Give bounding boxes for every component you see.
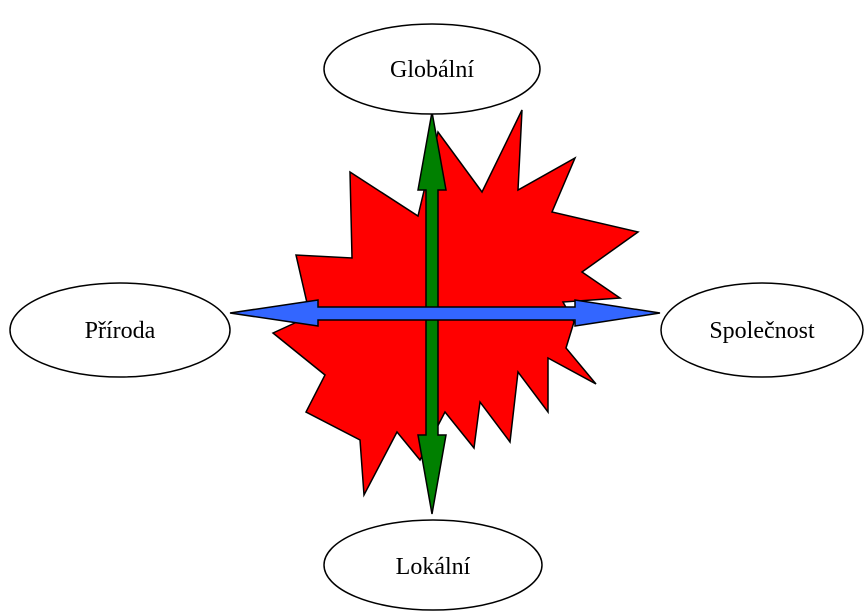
node-local: Lokální [323,519,543,611]
node-global: Globální [323,23,541,115]
node-nature-label: Příroda [85,318,156,344]
node-society: Společnost [660,282,864,378]
explosion-shape [271,109,640,498]
node-nature: Příroda [9,282,231,378]
node-society-label: Společnost [709,318,815,344]
horizontal-double-arrow [229,299,661,327]
node-local-ellipse [323,519,543,611]
node-local-label: Lokální [396,554,471,580]
node-global-ellipse [323,23,541,115]
node-global-label: Globální [390,57,474,83]
node-nature-ellipse [9,282,231,378]
node-society-ellipse [660,282,864,378]
